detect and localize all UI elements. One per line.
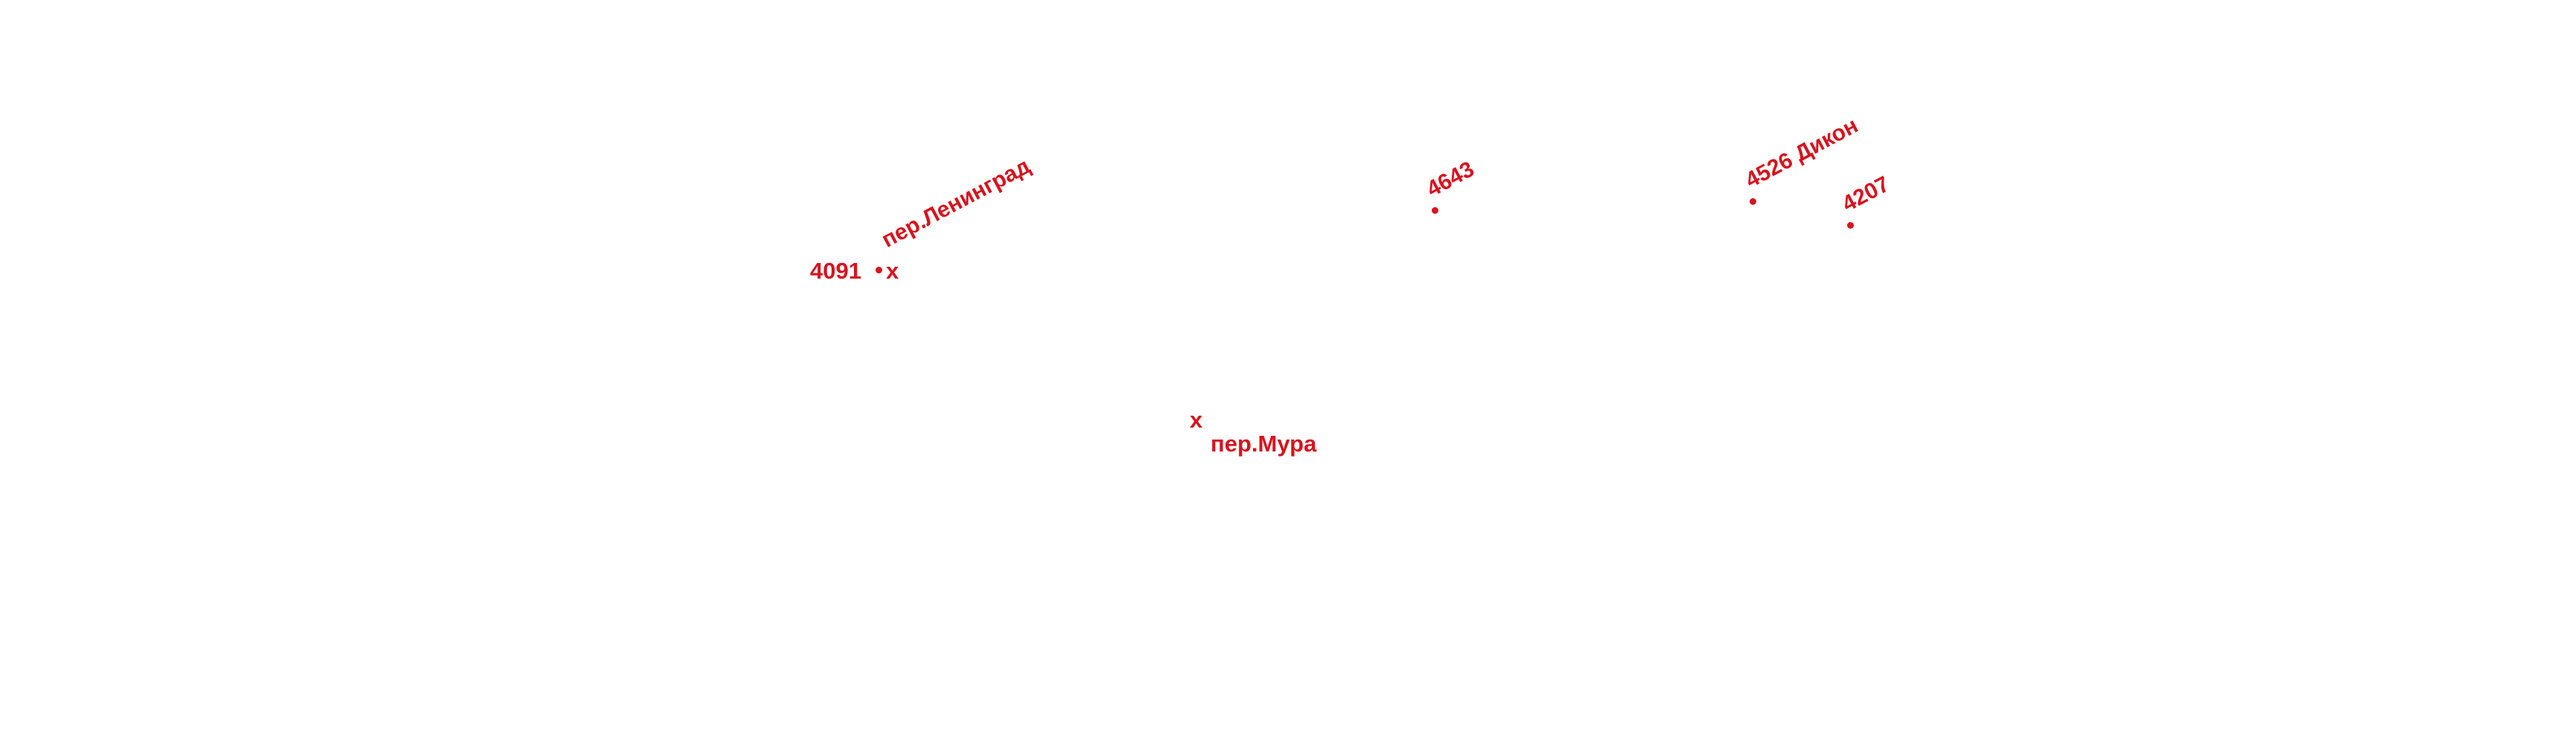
point-marker-4091[interactable] <box>876 267 882 273</box>
point-marker-4207[interactable] <box>1847 222 1854 229</box>
point-label-4207: 4207 <box>1837 171 1894 217</box>
crossing-label-leningrad: пер.Ленинград <box>877 153 1035 253</box>
point-label-4643: 4643 <box>1422 156 1479 202</box>
crossing-marker-leningrad[interactable]: x <box>886 258 899 284</box>
point-marker-4526[interactable] <box>1750 198 1756 205</box>
crossing-label-mura: пер.Мура <box>1211 431 1317 457</box>
crossing-marker-mura[interactable]: x <box>1190 407 1203 433</box>
point-label-4091: 4091 <box>810 258 861 284</box>
point-label-4526: 4526 Дикон <box>1741 112 1862 193</box>
point-marker-4643[interactable] <box>1432 207 1438 214</box>
